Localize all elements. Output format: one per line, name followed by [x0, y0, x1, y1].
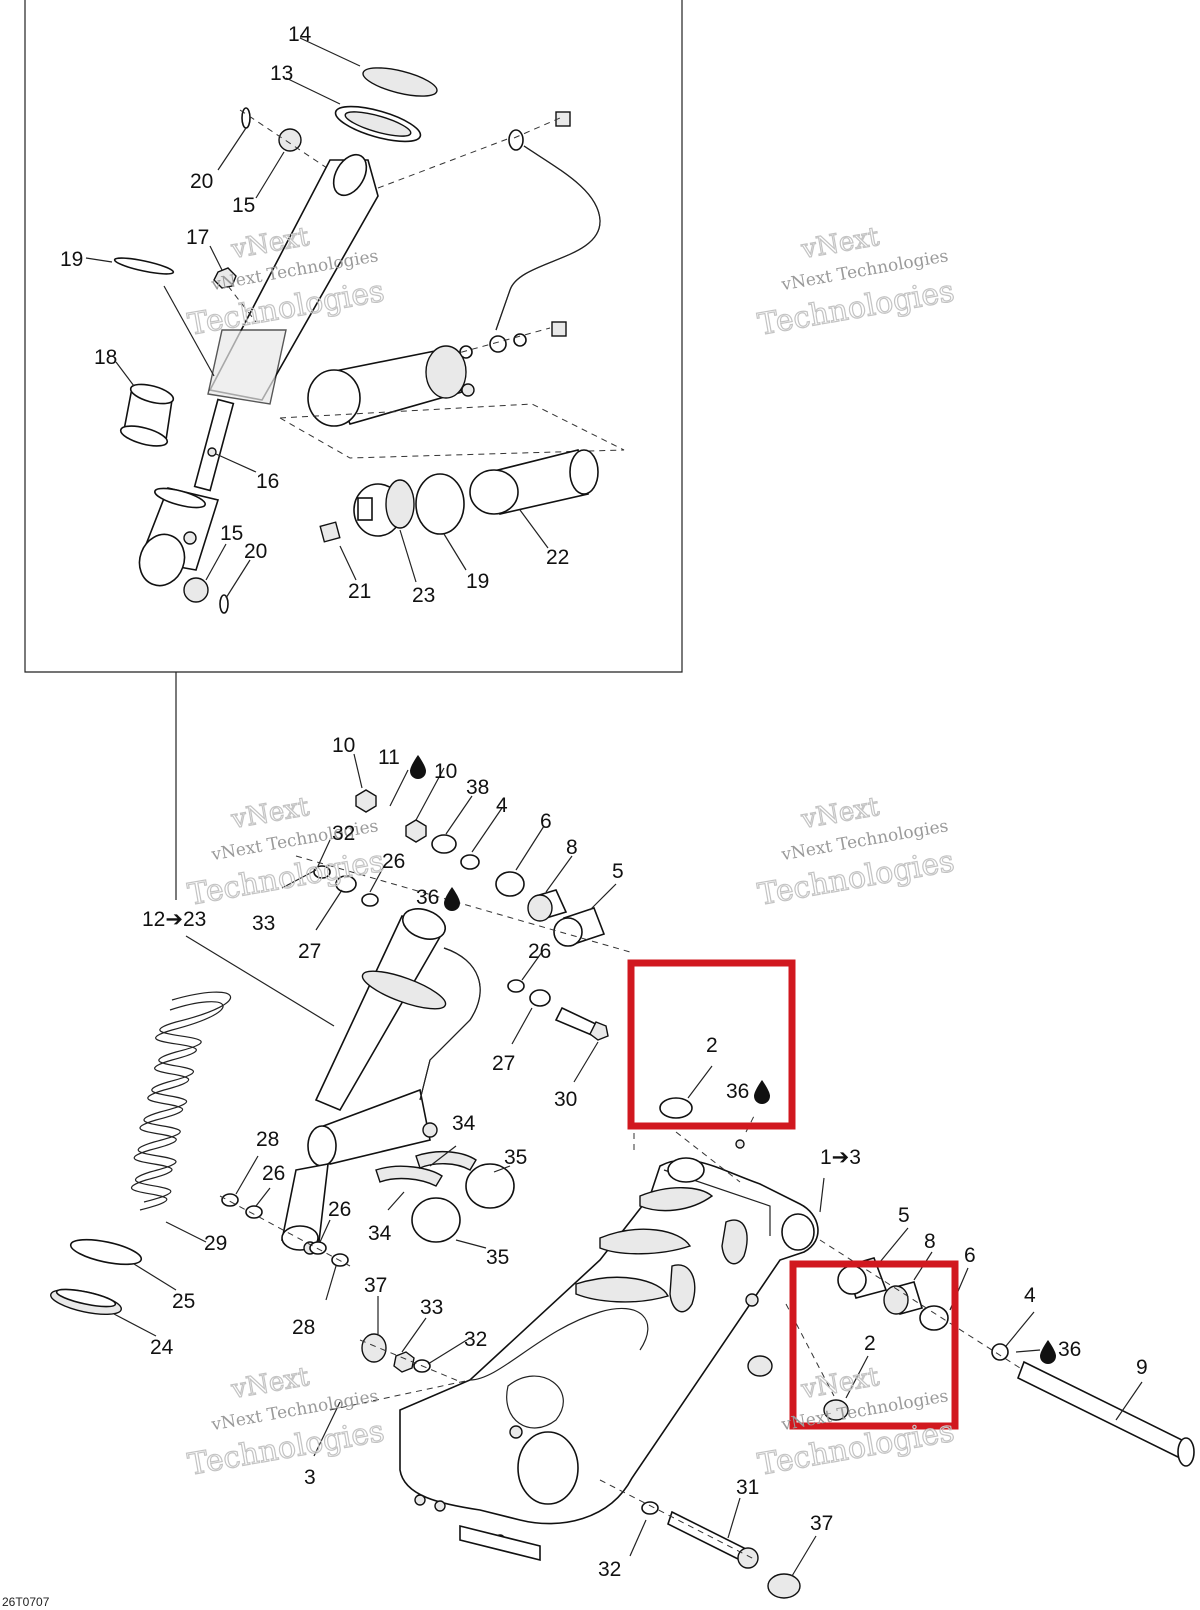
part-label: 4 [1024, 1284, 1036, 1307]
part-label: 17 [186, 226, 209, 249]
oil-drop-icon [410, 755, 426, 779]
part-label: 8 [924, 1230, 936, 1253]
part-label: 9 [1136, 1356, 1148, 1379]
part-label: 15 [232, 194, 255, 217]
part-label: 38 [466, 776, 489, 799]
part-label: 29 [204, 1232, 227, 1255]
part-label: 24 [150, 1336, 174, 1359]
shock-absorber-part [138, 153, 379, 587]
part-label: 2 [864, 1332, 876, 1355]
reservoir-hose-part [495, 111, 601, 337]
piston-cap-part [353, 479, 415, 537]
part-label: 2 [706, 1034, 718, 1057]
plug-part [659, 1097, 849, 1421]
part-label: 28 [256, 1128, 279, 1151]
part-label: 31 [736, 1476, 759, 1499]
watermark: vNext vNext Technologies Technologies [755, 791, 958, 913]
part-label: 23 [412, 584, 435, 607]
svg-text:vNext: vNext [798, 792, 881, 835]
part-label: 33 [420, 1296, 443, 1319]
svg-text:vNext: vNext [228, 1362, 311, 1405]
part-label: 20 [244, 540, 267, 563]
part-label: 11 [378, 746, 400, 769]
part-label: 26 [328, 1198, 351, 1221]
drawing-code: 26T0707 [2, 1595, 50, 1609]
part-label: 25 [172, 1290, 195, 1313]
oil-drop-icon [754, 1080, 770, 1104]
part-label: 36 [1058, 1338, 1081, 1361]
highlight-box-upper [627, 959, 796, 1130]
coil-spring-part [130, 991, 231, 1211]
part-label: 22 [546, 546, 569, 569]
part-label: 34 [368, 1222, 392, 1245]
part-label: 37 [810, 1512, 833, 1535]
part-label: 32 [598, 1558, 621, 1581]
swing-arm-part [399, 1157, 819, 1562]
part-label: 30 [554, 1088, 577, 1111]
watermark: vNext vNext Technologies Technologies [755, 1361, 958, 1483]
part-label: 10 [434, 760, 457, 783]
part-label: 16 [256, 470, 279, 493]
part-label: 4 [496, 794, 508, 817]
part-label: 35 [504, 1146, 527, 1169]
inset-shock-detail [24, 0, 683, 900]
part-label: 36 [416, 886, 439, 909]
svg-text:vNext: vNext [798, 1362, 881, 1405]
part-labels: 14 13 20 15 17 19 18 16 15 20 21 23 19 2… [60, 23, 1148, 1581]
watermark: vNext vNext Technologies Technologies [755, 221, 958, 343]
part-label: 27 [492, 1052, 515, 1075]
main-assembly [50, 753, 1195, 1599]
bushing-part [553, 906, 606, 947]
watermark: vNext vNext Technologies Technologies [185, 1361, 388, 1483]
part-label: 5 [612, 860, 624, 883]
part-label: 33 [252, 912, 275, 935]
part-label: 6 [540, 810, 552, 833]
part-label: 28 [292, 1316, 315, 1339]
part-label: 8 [566, 836, 578, 859]
part-label: 32 [332, 822, 355, 845]
part-label: 12➔23 [142, 908, 206, 931]
part-label: 37 [364, 1274, 387, 1297]
part-label: 10 [332, 734, 355, 757]
part-label: 15 [220, 522, 243, 545]
reservoir-part [307, 345, 475, 427]
bump-stop-part [119, 383, 175, 447]
part-label: 13 [270, 62, 293, 85]
oil-drop-icon [1040, 1340, 1056, 1364]
oil-drop-icon [444, 887, 460, 911]
part-label: 21 [348, 580, 371, 603]
part-label: 1➔3 [820, 1146, 861, 1169]
highlight-box-lower [789, 1260, 959, 1430]
spring-seat-ring-part [334, 67, 438, 143]
part-label: 27 [298, 940, 321, 963]
part-label: 19 [466, 570, 489, 593]
part-label: 34 [452, 1112, 476, 1135]
bearing-part [527, 889, 568, 922]
part-label: 5 [898, 1204, 910, 1227]
part-label: 26 [528, 940, 551, 963]
pivot-shaft-part [1016, 1360, 1195, 1467]
svg-text:vNext: vNext [798, 222, 881, 265]
part-label: 32 [464, 1328, 487, 1351]
part-label: 26 [382, 850, 405, 873]
bushing-right-part [837, 1257, 888, 1299]
svg-text:vNext: vNext [228, 792, 311, 835]
part-label: 20 [190, 170, 213, 193]
part-label: 18 [94, 346, 117, 369]
sleeve-part [469, 449, 599, 515]
part-label: 26 [262, 1162, 285, 1185]
bearing-right-part [883, 1281, 924, 1315]
part-label: 36 [726, 1080, 749, 1103]
bolt-part [507, 979, 609, 1041]
part-label: 3 [304, 1466, 316, 1489]
part-label: 19 [60, 248, 83, 271]
part-label: 35 [486, 1246, 509, 1269]
part-label: 6 [964, 1244, 976, 1267]
part-label: 14 [288, 23, 312, 46]
